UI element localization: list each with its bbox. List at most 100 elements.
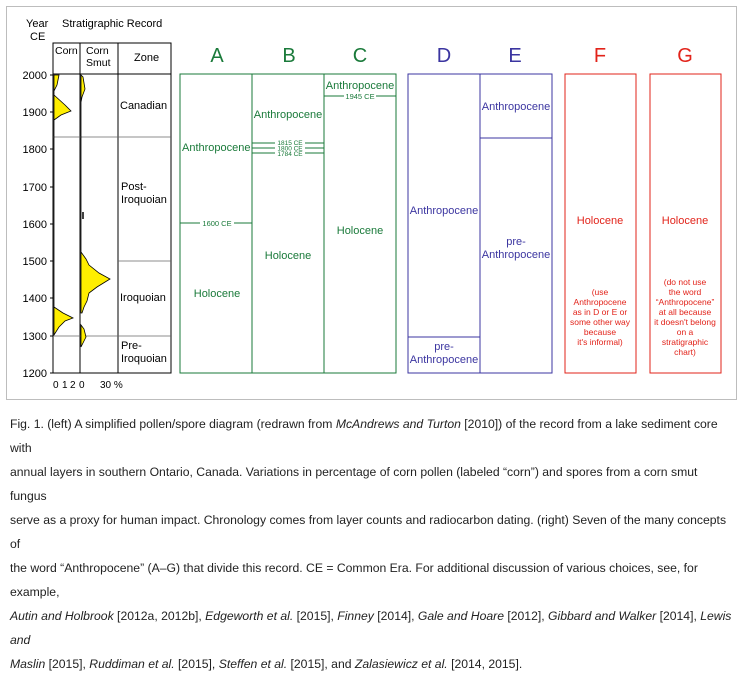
caption-text: [2014, 2015]. — [447, 657, 523, 671]
corn-pollen-curve — [53, 74, 74, 337]
tick-2000: 2000 — [23, 70, 47, 82]
caption-text: annual layers in southern Ontario, Canad… — [10, 465, 698, 503]
b-marker-1800: 1800 CE — [277, 146, 303, 153]
caption-text: [2015], — [174, 657, 219, 671]
figure-svg: Year CE Stratigraphic Record Corn Corn S… — [23, 18, 722, 391]
d-pre-anthropocene: Anthropocene — [410, 354, 479, 366]
concept-g: G Holocene (do not use the word “Anthrop… — [649, 45, 722, 374]
x-tick-smut-0: 0 — [79, 380, 85, 391]
concept-e: E Anthropocene pre- Anthropocene — [479, 45, 553, 374]
caption-reference: Zalasiewicz et al. — [354, 657, 448, 671]
col-corn: Corn — [55, 45, 78, 57]
caption-reference: Autin and Holbrook — [10, 609, 114, 623]
zone-iroquoian: Iroquoian — [120, 292, 166, 304]
caption-reference: Gibbard and Walker — [548, 609, 657, 623]
caption-text: [2014], — [373, 609, 418, 623]
f-note-line: because — [584, 327, 616, 337]
column-g — [649, 73, 722, 374]
caption-text: serve as a proxy for human impact. Chron… — [10, 513, 727, 551]
f-note: (use Anthropocene as in D or E or some o… — [570, 287, 631, 347]
zone-post-1: Post- — [121, 181, 147, 193]
header-ce: CE — [30, 31, 45, 43]
letter-g: G — [677, 45, 693, 67]
g-note-line: chart) — [674, 347, 696, 357]
caption-text: [2012], — [503, 609, 549, 623]
figure-panel: Year CE Stratigraphic Record Corn Corn S… — [6, 6, 737, 400]
concept-b: B Anthropocene 1815 CE 1800 CE 1784 CE H… — [251, 45, 325, 374]
g-note-line: “Anthropocene” — [656, 297, 715, 307]
f-note-line: Anthropocene — [574, 297, 627, 307]
col-smut-2: Smut — [86, 57, 111, 69]
f-holocene: Holocene — [577, 215, 623, 227]
b-holocene: Holocene — [265, 250, 311, 262]
e-pre: pre- — [506, 236, 526, 248]
a-anthropocene: Anthropocene — [182, 142, 251, 154]
header-year: Year — [26, 18, 49, 30]
g-note-line: stratigraphic — [662, 337, 709, 347]
letter-f: F — [594, 45, 606, 67]
concept-d: D Anthropocene pre- Anthropocene — [407, 45, 481, 374]
g-note-line: on a — [677, 327, 694, 337]
caption-text: [2015], — [293, 609, 338, 623]
tick-1800: 1800 — [23, 144, 47, 156]
x-tick-2: 2 — [70, 380, 76, 391]
caption-text: [2012a, 2012b], — [113, 609, 206, 623]
g-note-line: (do not use — [664, 277, 707, 287]
tick-1400: 1400 — [23, 293, 47, 305]
d-anthropocene: Anthropocene — [410, 205, 479, 217]
letter-b: B — [282, 45, 295, 67]
b-marker-1784: 1784 CE — [277, 151, 303, 158]
x-tick-1: 1 — [62, 380, 68, 391]
corn-smut-lower — [80, 323, 87, 348]
letter-a: A — [210, 45, 224, 67]
g-holocene: Holocene — [662, 215, 708, 227]
g-note-line: the word — [669, 287, 702, 297]
c-holocene: Holocene — [337, 225, 383, 237]
zone-post-2: Iroquoian — [121, 194, 167, 206]
x-tick-0: 0 — [53, 380, 59, 391]
tick-1200: 1200 — [23, 368, 47, 380]
a-holocene: Holocene — [194, 288, 240, 300]
figure-caption: Fig. 1. (left) A simplified pollen/spore… — [10, 412, 736, 676]
c-marker-1945: 1945 CE — [345, 92, 374, 101]
corn-smut-curve — [80, 74, 111, 314]
b-marker-1815: 1815 CE — [277, 140, 303, 147]
pollen-outer-box — [52, 42, 172, 374]
caption-text: [2014], — [656, 609, 701, 623]
tick-1900: 1900 — [23, 107, 47, 119]
tick-1600: 1600 — [23, 219, 47, 231]
caption-text: [2015], and — [287, 657, 355, 671]
caption-text: Fig. 1. (left) A simplified pollen/spore… — [10, 417, 336, 431]
concept-f: F Holocene (use Anthropocene as in D or … — [564, 45, 637, 374]
letter-c: C — [353, 45, 367, 67]
caption-reference: Finney — [337, 609, 374, 623]
caption-text: [2015], — [45, 657, 90, 671]
column-d — [407, 73, 481, 374]
d-pre: pre- — [434, 341, 454, 353]
e-anthropocene: Anthropocene — [482, 101, 551, 113]
column-c — [323, 73, 397, 374]
g-note-line: it doesn't belong — [654, 317, 716, 327]
g-note: (do not use the word “Anthropocene” at a… — [654, 277, 716, 357]
caption-reference: Gale and Hoare — [417, 609, 504, 623]
concept-a: A Anthropocene 1600 CE Holocene — [179, 45, 253, 374]
g-note-line: at all because — [659, 307, 712, 317]
letter-e: E — [508, 45, 521, 67]
tick-1500: 1500 — [23, 256, 47, 268]
f-note-line: it's informal) — [577, 337, 623, 347]
zone-pre-2: Iroquoian — [121, 353, 167, 365]
caption-text: [2010]) of the record from a lake sedime… — [10, 417, 718, 455]
tick-1700: 1700 — [23, 182, 47, 194]
letter-d: D — [437, 45, 451, 67]
concept-c: C Anthropocene 1945 CE Holocene — [323, 45, 397, 374]
header-record: Stratigraphic Record — [62, 18, 162, 30]
x-tick-30: 30 % — [100, 380, 123, 391]
col-zone: Zone — [134, 52, 159, 64]
caption-text: the word “Anthropocene” (A–G) that divid… — [10, 561, 698, 599]
f-note-line: as in D or E or — [573, 307, 627, 317]
caption-reference: Steffen et al. — [218, 657, 288, 671]
tick-1300: 1300 — [23, 331, 47, 343]
column-e — [479, 73, 553, 374]
column-f — [564, 73, 637, 374]
pollen-diagram: Year CE Stratigraphic Record Corn Corn S… — [23, 18, 172, 391]
